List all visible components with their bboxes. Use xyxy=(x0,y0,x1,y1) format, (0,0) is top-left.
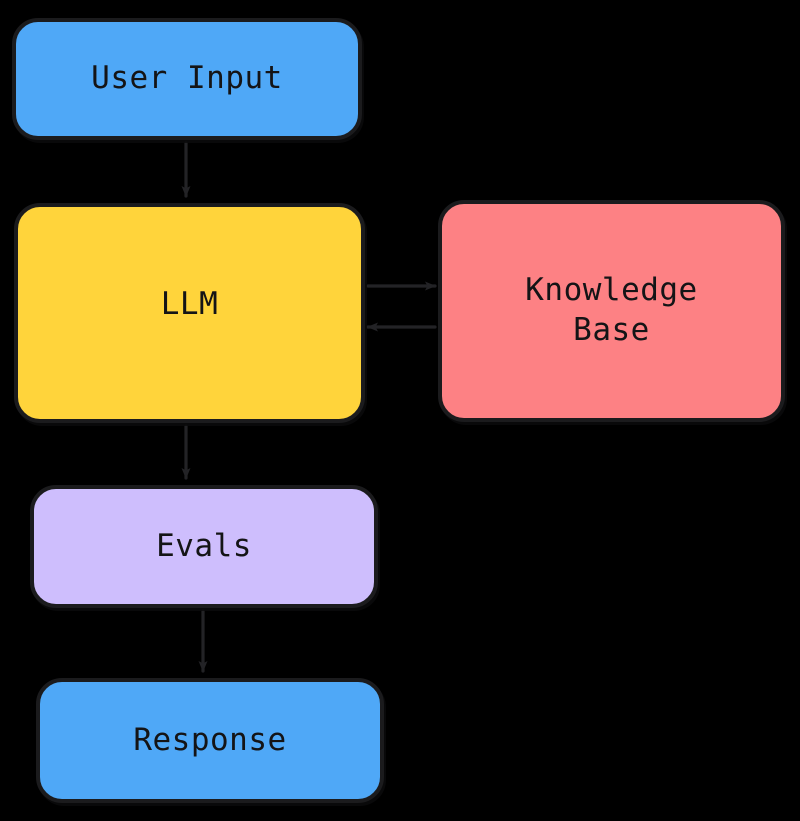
node-evals-label: Evals xyxy=(156,527,252,564)
node-user-input[interactable]: User Input xyxy=(12,18,362,140)
node-response[interactable]: Response xyxy=(36,678,384,803)
node-response-label: Response xyxy=(133,721,287,758)
node-evals[interactable]: Evals xyxy=(30,485,378,608)
node-llm-label: LLM xyxy=(160,286,219,323)
node-llm[interactable]: LLM xyxy=(14,203,365,423)
node-knowledge-base-label: Knowledge Base xyxy=(525,272,698,348)
node-user-input-label: User Input xyxy=(91,60,283,97)
node-knowledge-base[interactable]: Knowledge Base xyxy=(438,200,785,422)
